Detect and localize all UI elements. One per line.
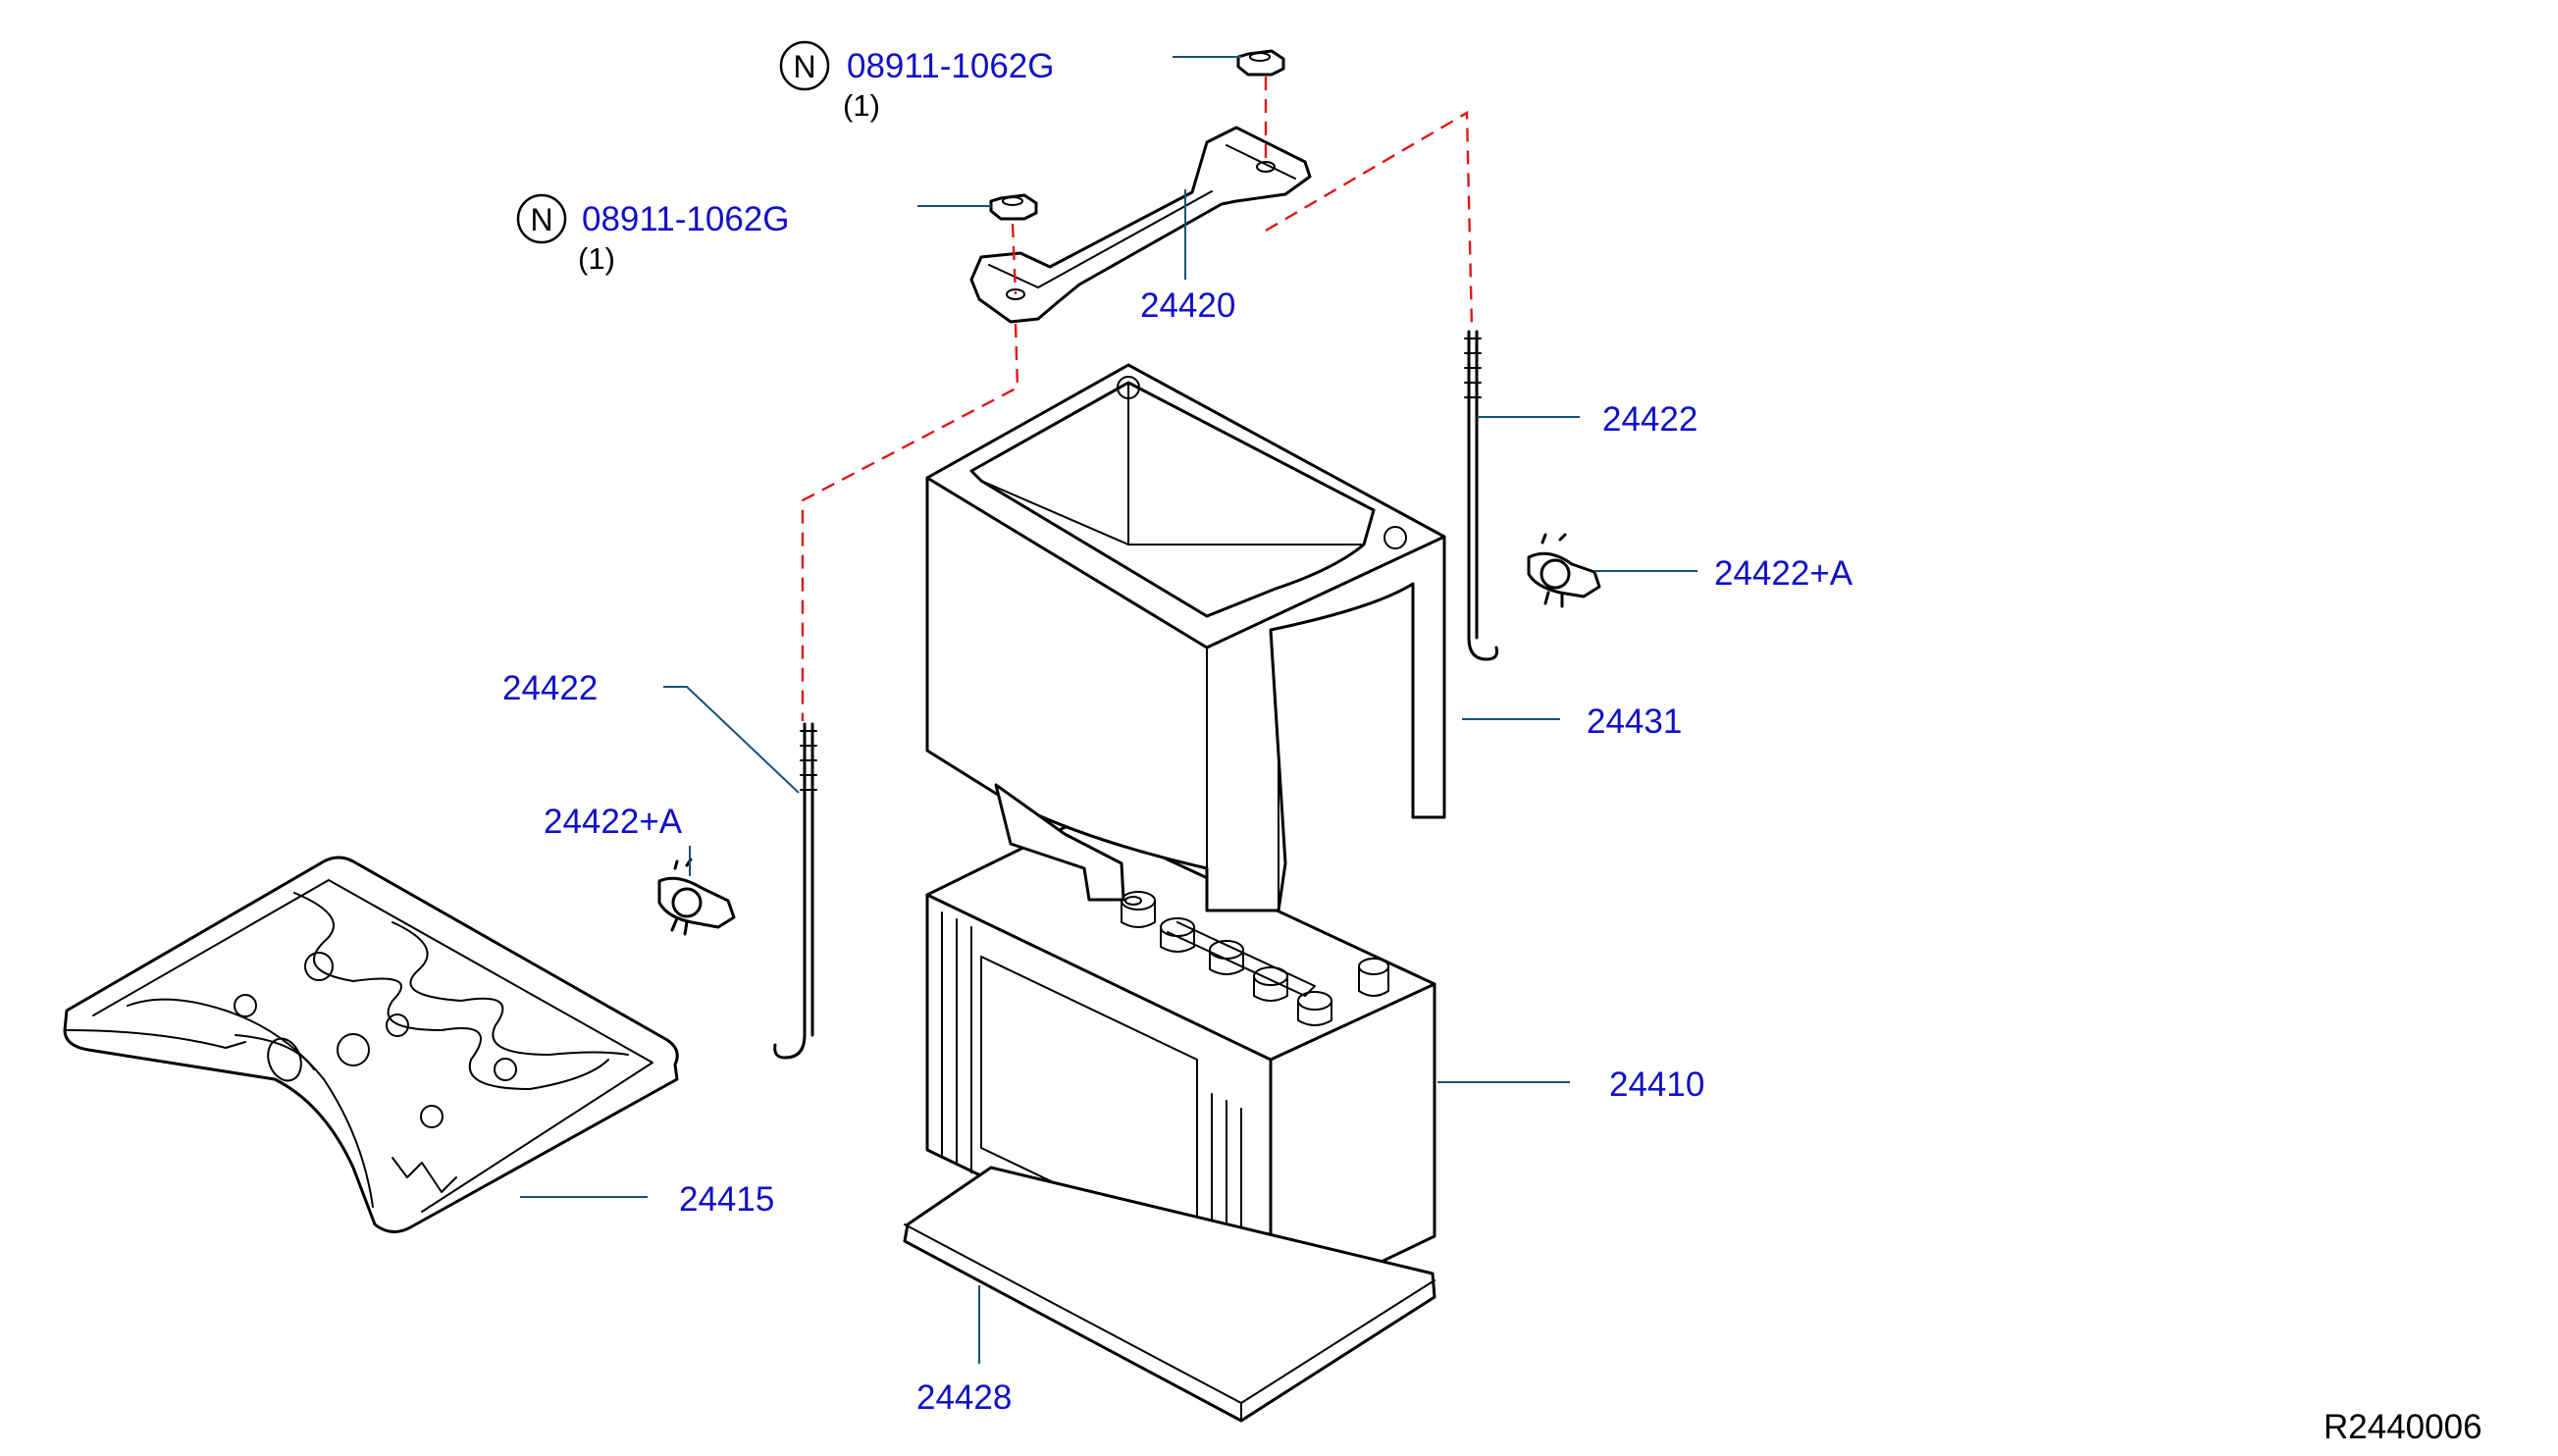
part-label-nut-lower: N 08911-1062G (1): [516, 193, 789, 276]
assembly-guide-lines: [801, 77, 1474, 721]
leader-lines: [520, 56, 1697, 1364]
hold-rod-right-illustration: [1464, 330, 1498, 661]
battery-mat-illustration: [903, 1166, 1436, 1423]
notice-badge: [516, 193, 567, 244]
nut-upper-illustration: [1236, 49, 1285, 77]
part-quantity: (1): [578, 241, 615, 276]
hold-rod-left-illustration: [773, 722, 817, 1060]
hold-clip-right-illustration: [1527, 533, 1601, 608]
notice-letter: N: [530, 202, 552, 237]
part-label-mat: 24428: [916, 1378, 1012, 1417]
part-label-clip-right: 24422+A: [1714, 554, 1853, 593]
part-quantity: (1): [843, 88, 880, 123]
battery-clamp-illustration: [969, 126, 1312, 324]
part-label-tray: 24415: [679, 1180, 774, 1219]
part-label-battery: 24410: [1609, 1066, 1704, 1104]
part-number: 08911-1062G: [847, 47, 1054, 85]
battery-cover-illustration: [925, 363, 1446, 912]
part-label-rod-right: 24422: [1602, 400, 1697, 439]
diagram-reference-code: R2440006: [2323, 1408, 2482, 1446]
part-label-rod-left: 24422: [502, 669, 598, 707]
part-label-nut-upper: N 08911-1062G (1): [779, 40, 1054, 123]
part-label-cover: 24431: [1587, 702, 1682, 741]
part-label-clamp: 24420: [1140, 286, 1235, 325]
battery-tray-illustration: [63, 856, 679, 1233]
nut-lower-illustration: [989, 193, 1038, 221]
notice-badge: [779, 40, 830, 91]
part-label-clip-left: 24422+A: [544, 803, 683, 841]
part-number: 08911-1062G: [582, 200, 789, 238]
notice-letter: N: [793, 49, 815, 84]
hold-clip-left-illustration: [657, 858, 736, 936]
